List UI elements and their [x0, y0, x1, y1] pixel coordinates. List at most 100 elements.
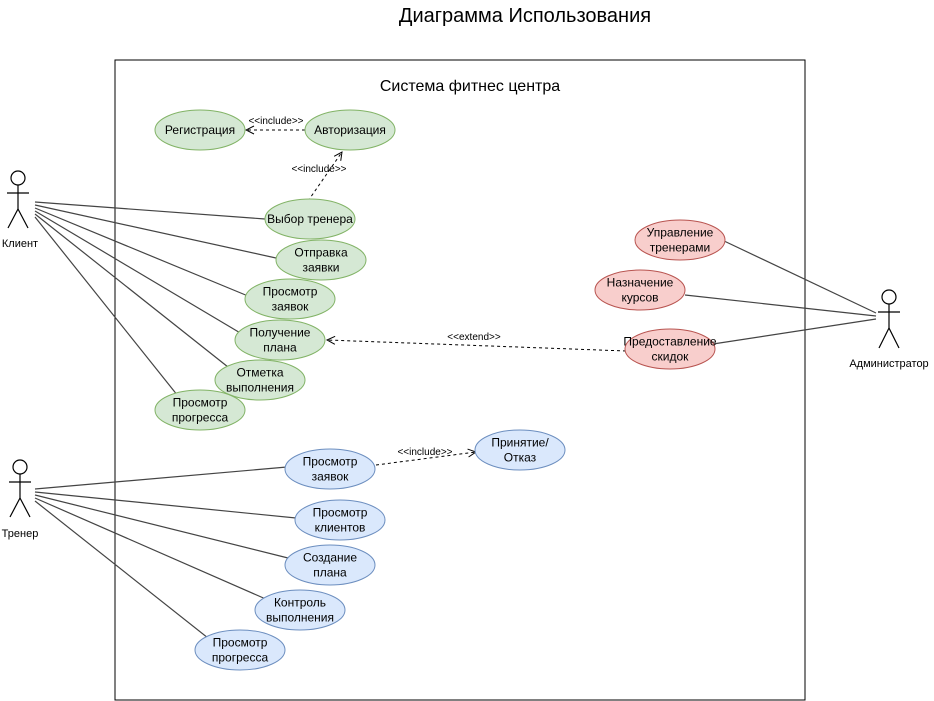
- use-case-label: клиентов: [315, 521, 366, 535]
- use-case-authorization: Авторизация: [304, 109, 396, 151]
- use-case-label: Просмотр: [313, 506, 368, 520]
- stick-figure-icon: [878, 289, 900, 349]
- use-case-label: Просмотр: [263, 285, 318, 299]
- use-case-label: Отправка: [294, 246, 348, 260]
- use-case-label: плана: [263, 341, 297, 355]
- use-case-ellipse: [154, 389, 246, 431]
- use-case-ellipse: [294, 499, 386, 541]
- use-case-label: Регистрация: [165, 123, 235, 137]
- use-case-ellipse: [624, 328, 716, 370]
- use-case-ellipse: [264, 198, 356, 240]
- diagram-title: Диаграмма Использования: [399, 5, 651, 27]
- use-case-ellipse: [634, 219, 726, 261]
- include-label-registration: <<include>>: [248, 116, 303, 127]
- use-case-label: Выбор тренера: [267, 212, 353, 226]
- assoc-admin-manage-trainers: [721, 239, 877, 314]
- include-label-authorization: <<include>>: [291, 164, 346, 175]
- assoc-admin-provide-discounts: [712, 318, 877, 345]
- actor-label: Тренер: [2, 528, 39, 540]
- use-case-label: Просмотр: [303, 455, 358, 469]
- assoc-trainer-view-progress: [34, 500, 209, 639]
- use-case-label: выполнения: [266, 611, 334, 625]
- actor-trainer: Тренер: [2, 459, 39, 540]
- assoc-trainer-view-requests: [34, 466, 288, 490]
- use-case-label: Принятие/: [491, 436, 549, 450]
- assoc-trainer-create-plan: [34, 494, 289, 559]
- use-case-label: тренерами: [650, 241, 710, 255]
- use-case-label: плана: [313, 566, 347, 580]
- use-case-label: Контроль: [274, 596, 326, 610]
- use-case-ellipse: [244, 278, 336, 320]
- use-case-ellipse: [594, 269, 686, 311]
- assoc-client-view-requests: [34, 207, 249, 297]
- use-case-label: Управление: [647, 226, 714, 240]
- assoc-client-view-progress: [34, 216, 179, 397]
- use-case-ellipse: [254, 589, 346, 631]
- system-boundary: [114, 59, 806, 701]
- use-case-label: Просмотр: [173, 396, 228, 410]
- use-case-ellipse: [304, 109, 396, 151]
- include-label-accept-reject: <<include>>: [397, 447, 452, 458]
- extend-label-get-plan: <<extend>>: [447, 332, 501, 343]
- use-case-ellipse: [284, 448, 376, 490]
- use-case-label: Предоставление: [623, 335, 717, 349]
- use-case-ellipse: [194, 629, 286, 671]
- assoc-client-get-plan: [34, 210, 243, 335]
- actor-administrator: Администратор: [849, 289, 929, 370]
- actor-client: Клиент: [2, 170, 38, 250]
- include-arrow-accept-reject: [375, 452, 476, 466]
- actor-label: Клиент: [2, 238, 38, 250]
- assoc-trainer-view-clients: [34, 491, 297, 519]
- assoc-client-send-request: [34, 204, 277, 259]
- assoc-client-choose-trainer: [34, 201, 266, 220]
- use-case-ellipse: [284, 544, 376, 586]
- assoc-admin-assign-courses: [684, 294, 877, 317]
- use-case-label: прогресса: [212, 651, 269, 665]
- use-case-accept-reject: Принятие/Отказ: [474, 429, 566, 471]
- use-case-ellipse: [234, 319, 326, 361]
- use-case-label: Просмотр: [213, 636, 268, 650]
- use-case-choose-trainer: Выбор тренера: [264, 198, 356, 240]
- use-case-ellipse: [474, 429, 566, 471]
- use-case-ellipse: [154, 109, 246, 151]
- use-case-ellipse: [275, 239, 367, 281]
- assoc-client-mark-completion: [34, 213, 229, 368]
- use-case-label: Отказ: [504, 451, 537, 465]
- use-case-label: заявки: [302, 261, 339, 275]
- use-case-label: выполнения: [226, 381, 294, 395]
- use-case-label: скидок: [652, 350, 690, 364]
- include-arrow-authorization: [307, 152, 342, 202]
- use-case-label: Авторизация: [314, 123, 386, 137]
- use-case-label: заявок: [312, 470, 350, 484]
- stick-figure-icon: [7, 170, 29, 229]
- actor-label: Администратор: [849, 358, 928, 370]
- stick-figure-icon: [9, 459, 31, 518]
- use-case-label: заявок: [272, 300, 310, 314]
- use-case-label: курсов: [621, 291, 658, 305]
- dependency-lines: <<include>> <<include>> <<extend>> <<inc…: [246, 116, 627, 466]
- assoc-trainer-control-completion: [34, 497, 269, 601]
- association-lines: [34, 201, 877, 639]
- use-case-label: прогресса: [172, 411, 229, 425]
- use-case-registration: Регистрация: [154, 109, 246, 151]
- use-case-label: Создание: [303, 551, 357, 565]
- use-case-ellipse: [214, 359, 306, 401]
- use-case-label: Отметка: [236, 366, 283, 380]
- extend-arrow-get-plan: [327, 340, 627, 352]
- use-case-label: Назначение: [607, 276, 674, 290]
- use-case-label: Получение: [250, 326, 311, 340]
